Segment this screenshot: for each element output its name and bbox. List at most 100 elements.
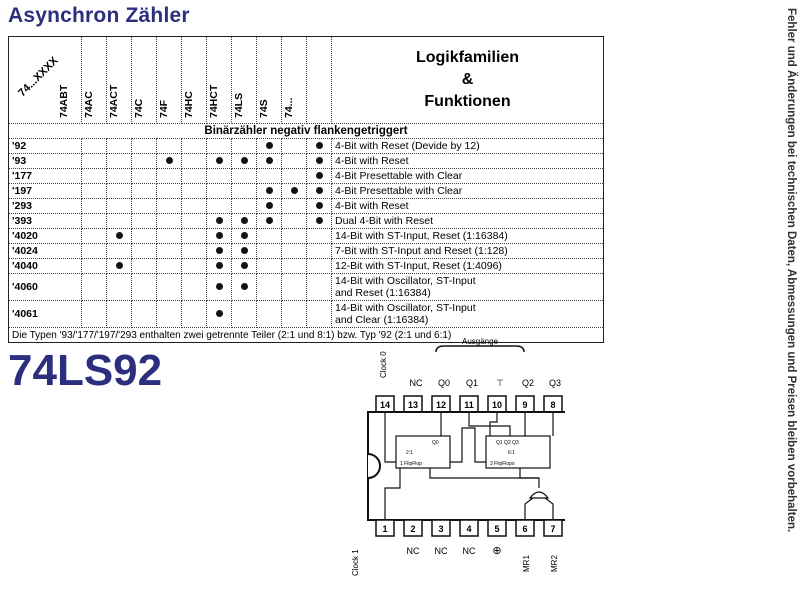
availability-cell	[281, 213, 307, 229]
availability-cell	[131, 138, 157, 154]
availability-cell	[131, 198, 157, 214]
pin-label: MR1	[522, 555, 531, 572]
availability-cell	[156, 228, 182, 244]
pin-box	[515, 519, 535, 537]
family-label: 74LS	[233, 92, 245, 118]
pin-number: 2	[410, 524, 415, 534]
type-cell: '177	[8, 168, 82, 184]
family-label: 74HC	[183, 91, 195, 118]
pin-label: MR2	[550, 555, 559, 572]
pin-number: 8	[550, 400, 555, 410]
available-dot-icon	[240, 157, 248, 165]
pin-number: 11	[464, 400, 474, 410]
function-line: 14-Bit with Oscillator, ST-Input	[335, 275, 476, 287]
pin-number: 14	[380, 400, 390, 410]
availability-cell	[231, 183, 257, 199]
availability-cell	[181, 243, 207, 259]
outputs-bracket	[435, 345, 525, 353]
availability-cell	[256, 243, 282, 259]
availability-cell	[181, 153, 207, 169]
function-cell: 12-Bit with ST-Input, Reset (1:4096)	[331, 258, 604, 274]
pin-label: Q0	[438, 378, 450, 388]
pin-box	[459, 519, 479, 537]
pin-number: 1	[382, 524, 387, 534]
pin-label-clock0: Clock 0	[379, 351, 388, 378]
availability-cell	[281, 228, 307, 244]
pin-number: 13	[408, 400, 418, 410]
availability-cell	[206, 300, 232, 328]
ff-label: Q0	[432, 440, 439, 446]
logic-family-table: 74...XXXX 74ABT 74AC 74ACT 74C 74F 74HC …	[8, 36, 604, 343]
available-dot-icon	[315, 202, 323, 210]
table-row: '177 4-Bit Presettable with Clear	[8, 168, 604, 184]
availability-cell	[131, 258, 157, 274]
header-title-line: Logikfamilien	[415, 49, 520, 66]
available-dot-icon	[115, 232, 123, 240]
function-line: 4-Bit Presettable with Clear	[335, 170, 463, 182]
availability-cell	[181, 213, 207, 229]
function-line: 4-Bit with Reset (Devide by 12)	[335, 140, 480, 152]
availability-cell	[181, 273, 207, 301]
availability-cell	[81, 168, 107, 184]
header-title: Logikfamilien & Funktionen	[331, 36, 604, 124]
available-dot-icon	[215, 283, 223, 291]
family-header: 74ACT	[108, 36, 157, 124]
pin-box	[431, 519, 451, 537]
ground-icon: ⊕	[492, 545, 501, 557]
availability-cell	[106, 183, 132, 199]
availability-cell	[206, 138, 232, 154]
function-line: 14-Bit with ST-Input, Reset (1:16384)	[335, 230, 508, 242]
availability-cell	[181, 228, 207, 244]
function-line: 14-Bit with Oscillator, ST-Input	[335, 302, 476, 314]
available-dot-icon	[165, 157, 173, 165]
page-title: Asynchron Zähler	[8, 4, 190, 27]
availability-cell	[131, 168, 157, 184]
available-dot-icon	[215, 262, 223, 270]
flipflop-block-1	[395, 435, 451, 469]
availability-cell	[306, 228, 332, 244]
available-dot-icon	[215, 232, 223, 240]
availability-cell	[181, 168, 207, 184]
family-header: 74...	[283, 36, 332, 124]
availability-cell	[131, 273, 157, 301]
availability-cell	[206, 213, 232, 229]
available-dot-icon	[265, 187, 273, 195]
function-line: and Reset (1:16384)	[335, 287, 431, 299]
availability-cell	[181, 258, 207, 274]
ff-label: 1 FlipFlop	[400, 461, 422, 467]
type-cell: '4061	[8, 300, 82, 328]
availability-cell	[231, 300, 257, 328]
ff-label: 2:1	[406, 450, 413, 456]
availability-cell	[306, 183, 332, 199]
availability-cell	[281, 300, 307, 328]
type-cell: '93	[8, 153, 82, 169]
availability-cell	[231, 198, 257, 214]
corner-label: 74...XXXX	[16, 54, 61, 100]
availability-cell	[156, 168, 182, 184]
available-dot-icon	[215, 247, 223, 255]
availability-cell	[306, 168, 332, 184]
availability-cell	[256, 153, 282, 169]
function-cell: 14-Bit with ST-Input, Reset (1:16384)	[331, 228, 604, 244]
header-title-line: Funktionen	[424, 93, 511, 110]
function-cell: 4-Bit with Reset	[331, 153, 604, 169]
family-header: 74AC	[83, 36, 132, 124]
availability-cell	[206, 243, 232, 259]
available-dot-icon	[265, 202, 273, 210]
availability-cell	[106, 258, 132, 274]
function-cell: 4-Bit Presettable with Clear	[331, 183, 604, 199]
availability-cell	[281, 198, 307, 214]
availability-cell	[281, 138, 307, 154]
availability-cell	[206, 153, 232, 169]
pin-box	[487, 519, 507, 537]
pin-number: 6	[522, 524, 527, 534]
availability-cell	[206, 258, 232, 274]
availability-cell	[131, 228, 157, 244]
availability-cell	[256, 228, 282, 244]
pin-label: Q2	[522, 378, 534, 388]
availability-cell	[131, 243, 157, 259]
